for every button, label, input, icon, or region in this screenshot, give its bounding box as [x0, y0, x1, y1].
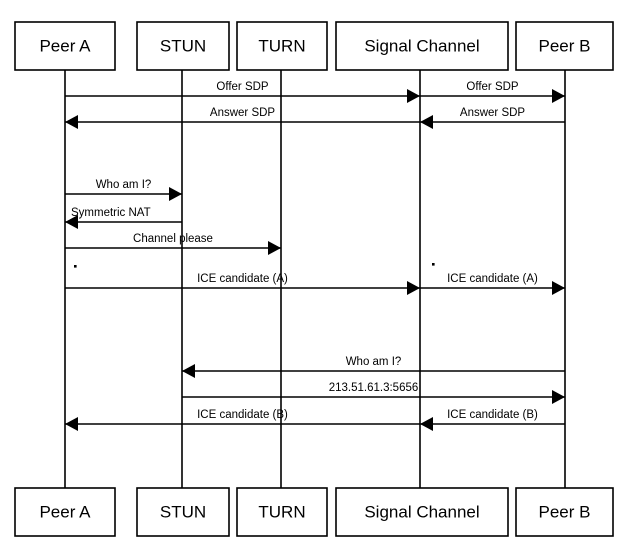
footer-participant-stun[interactable]: STUN: [136, 487, 230, 537]
footer-participant-box-turn: [236, 487, 328, 537]
header-participant-peer-a[interactable]: Peer A: [14, 21, 116, 71]
message-label-answer-sdp-signal-to-a: Answer SDP: [210, 107, 276, 119]
message-who-am-i-b-to-stun[interactable]: Who am I?: [182, 356, 565, 378]
message-arrowhead-who-am-i-a-to-stun: [169, 187, 182, 201]
message-answer-sdp-b-to-signal[interactable]: Answer SDP: [420, 107, 565, 129]
message-label-offer-sdp-signal-to-b: Offer SDP: [466, 81, 519, 93]
message-arrowhead-answer-sdp-signal-to-a: [65, 115, 78, 129]
message-arrowhead-offer-sdp-signal-to-b: [552, 89, 565, 103]
message-ice-b-signal-to-a[interactable]: ICE candidate (B): [65, 409, 420, 431]
message-arrowhead-symmetric-nat-stun-to-a: [65, 215, 78, 229]
header-participant-label-stun: STUN: [160, 36, 206, 55]
message-label-answer-sdp-b-to-signal: Answer SDP: [460, 107, 526, 119]
footer-participant-box-peer-b: [515, 487, 614, 537]
message-ice-a-signal-to-b[interactable]: ICE candidate (A): [420, 273, 565, 295]
message-arrowhead-ice-a-signal-to-b: [552, 281, 565, 295]
message-label-channel-please-a-to-turn: Channel please: [133, 233, 213, 245]
header-participant-label-signal-channel: Signal Channel: [364, 36, 479, 55]
message-arrowhead-who-am-i-b-to-stun: [182, 364, 195, 378]
footer-participant-label-stun: STUN: [160, 502, 206, 521]
header-participant-turn[interactable]: TURN: [236, 21, 328, 71]
header-participant-box-signal-channel: [335, 21, 509, 71]
message-label-address-stun-to-b: 213.51.61.3:5656: [329, 382, 419, 394]
message-channel-please-a-to-turn[interactable]: Channel please: [65, 233, 281, 255]
dot-marker-dot-signal: [432, 263, 435, 266]
message-ice-a-peer-to-signal[interactable]: ICE candidate (A): [65, 273, 420, 295]
message-ice-b-peer-to-signal[interactable]: ICE candidate (B): [420, 409, 565, 431]
footer-participant-turn[interactable]: TURN: [236, 487, 328, 537]
message-label-symmetric-nat-stun-to-a: Symmetric NAT: [71, 207, 151, 219]
header-participant-signal-channel[interactable]: Signal Channel: [335, 21, 509, 71]
message-arrowhead-address-stun-to-b: [552, 390, 565, 404]
message-arrowhead-offer-sdp-a-to-signal: [407, 89, 420, 103]
message-label-who-am-i-a-to-stun: Who am I?: [96, 179, 152, 191]
header-participant-box-peer-a: [14, 21, 116, 71]
message-arrowhead-ice-a-peer-to-signal: [407, 281, 420, 295]
footer-participant-peer-a[interactable]: Peer A: [14, 487, 116, 537]
footer-participant-peer-b[interactable]: Peer B: [515, 487, 614, 537]
message-label-ice-b-signal-to-a: ICE candidate (B): [197, 409, 288, 421]
header-participant-box-turn: [236, 21, 328, 71]
message-arrowhead-ice-b-signal-to-a: [65, 417, 78, 431]
header-participant-stun[interactable]: STUN: [136, 21, 230, 71]
message-label-ice-b-peer-to-signal: ICE candidate (B): [447, 409, 538, 421]
dot-marker-dot-peer-a: [74, 265, 77, 268]
message-symmetric-nat-stun-to-a[interactable]: Symmetric NAT: [65, 207, 182, 229]
footer-participant-label-turn: TURN: [258, 502, 305, 521]
header-participant-label-peer-b: Peer B: [539, 36, 591, 55]
message-label-ice-a-peer-to-signal: ICE candidate (A): [197, 273, 288, 285]
footer-participant-box-peer-a: [14, 487, 116, 537]
message-who-am-i-a-to-stun[interactable]: Who am I?: [65, 179, 182, 201]
header-participant-box-peer-b: [515, 21, 614, 71]
footer-participant-box-signal-channel: [335, 487, 509, 537]
message-address-stun-to-b[interactable]: 213.51.61.3:5656: [182, 382, 565, 404]
message-arrowhead-answer-sdp-b-to-signal: [420, 115, 433, 129]
footer-participant-label-signal-channel: Signal Channel: [364, 502, 479, 521]
message-label-offer-sdp-a-to-signal: Offer SDP: [216, 81, 269, 93]
footer-participant-box-stun: [136, 487, 230, 537]
header-participant-label-turn: TURN: [258, 36, 305, 55]
header-participant-label-peer-a: Peer A: [39, 36, 91, 55]
message-arrowhead-channel-please-a-to-turn: [268, 241, 281, 255]
footer-participant-signal-channel[interactable]: Signal Channel: [335, 487, 509, 537]
message-offer-sdp-a-to-signal[interactable]: Offer SDP: [65, 81, 420, 103]
header-participant-peer-b[interactable]: Peer B: [515, 21, 614, 71]
header-participant-box-stun: [136, 21, 230, 71]
message-label-ice-a-signal-to-b: ICE candidate (A): [447, 273, 538, 285]
message-arrowhead-ice-b-peer-to-signal: [420, 417, 433, 431]
message-offer-sdp-signal-to-b[interactable]: Offer SDP: [420, 81, 565, 103]
footer-participant-label-peer-b: Peer B: [539, 502, 591, 521]
message-answer-sdp-signal-to-a[interactable]: Answer SDP: [65, 107, 420, 129]
message-label-who-am-i-b-to-stun: Who am I?: [346, 356, 402, 368]
footer-participant-label-peer-a: Peer A: [39, 502, 91, 521]
